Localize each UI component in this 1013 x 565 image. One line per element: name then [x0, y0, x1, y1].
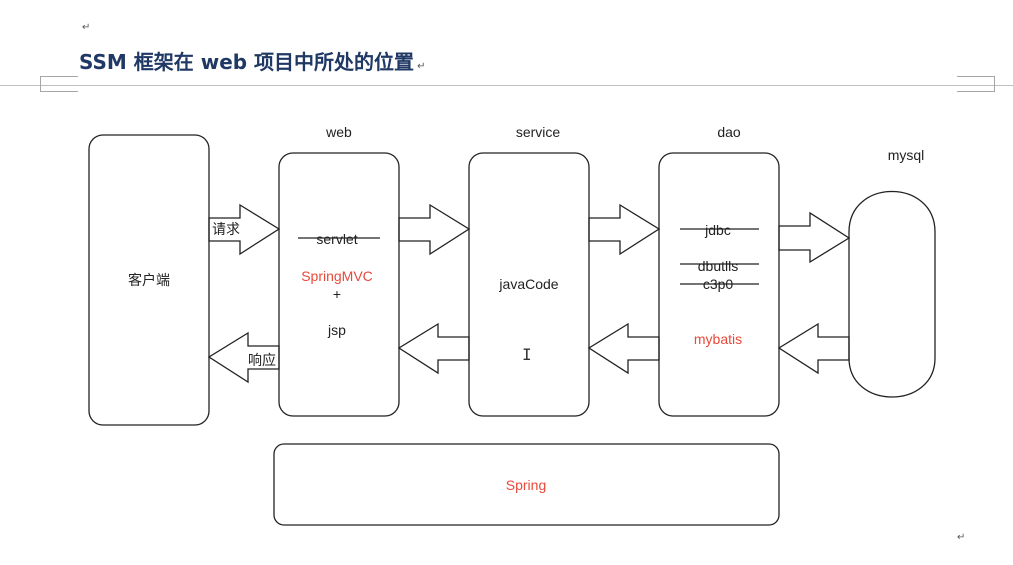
servlet-label: servlet: [316, 231, 357, 247]
margin-marker: [40, 76, 78, 77]
response-arrow: [207, 331, 280, 384]
dao-box: [658, 152, 780, 417]
web-title: web: [325, 124, 352, 140]
margin-marker: [40, 91, 78, 92]
dao-title: dao: [717, 124, 741, 140]
service-to-dao-arrow: [588, 203, 661, 256]
javacode-label: javaCode: [498, 276, 558, 292]
paragraph-mark: ↵: [417, 61, 426, 72]
spring-box: [273, 443, 780, 526]
springmvc-label: SpringMVC: [301, 268, 373, 284]
web-to-service-arrow: [398, 203, 471, 256]
client-box: [88, 134, 210, 426]
mysql-to-dao-arrow: [777, 322, 850, 375]
jsp-label: jsp: [327, 322, 346, 338]
plus-label: +: [333, 286, 341, 302]
response-label: 响应: [248, 352, 276, 368]
c3p0-label: c3p0: [703, 276, 734, 292]
page-title: SSM 框架在 web 项目中所处的位置↵: [79, 46, 425, 75]
paragraph-mark: ↵: [82, 22, 91, 33]
jdbc-label: jdbc: [704, 222, 731, 238]
request-label: 请求: [212, 221, 240, 237]
client-label: 客户端: [128, 272, 170, 288]
header-rule: [0, 85, 1013, 86]
dao-to-service-arrow: [587, 322, 660, 375]
dbutils-label: dbutlls: [698, 258, 738, 274]
web-box: [278, 152, 400, 417]
mysql-title: mysql: [888, 147, 925, 163]
dao-to-mysql-arrow: [778, 211, 851, 264]
page-title-text: SSM 框架在 web 项目中所处的位置: [79, 50, 415, 74]
mysql-cylinder: [848, 190, 936, 398]
service-title: service: [516, 124, 561, 140]
text-cursor-icon: I: [522, 345, 532, 364]
margin-marker: [994, 76, 995, 92]
service-box: [468, 152, 590, 417]
paragraph-mark: ↵: [957, 532, 966, 543]
margin-marker: [957, 91, 995, 92]
request-arrow: [208, 203, 281, 256]
margin-marker: [957, 76, 995, 77]
margin-marker: [40, 76, 41, 92]
service-to-web-arrow: [397, 322, 470, 375]
spring-label: Spring: [506, 477, 546, 493]
mybatis-label: mybatis: [694, 331, 742, 347]
